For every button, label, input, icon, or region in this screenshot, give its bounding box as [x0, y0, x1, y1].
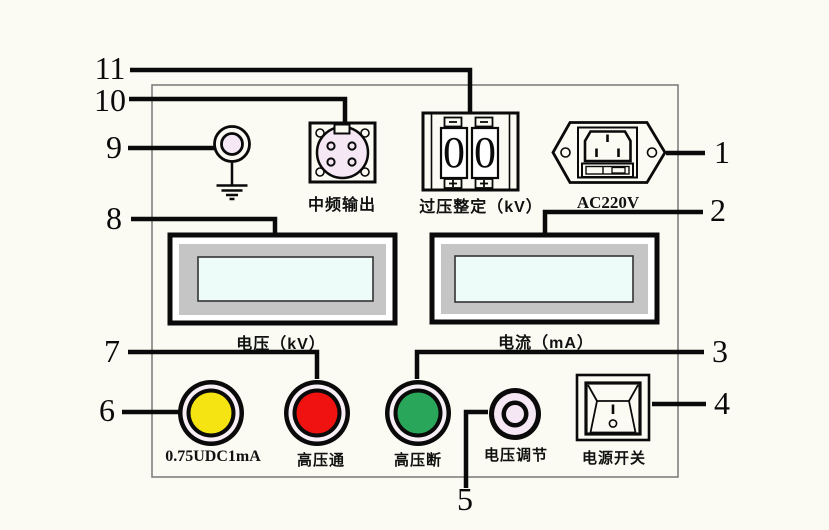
ground-terminal-inner	[220, 132, 244, 156]
callout-line-2	[542, 209, 703, 236]
fuse-drawer-inner	[585, 165, 630, 175]
callout-line-7	[128, 349, 320, 379]
power-rocker-switch	[575, 373, 651, 442]
callout-line-10	[129, 96, 348, 124]
callout-number-10: 10	[94, 82, 126, 118]
callout-number-2: 2	[710, 192, 726, 228]
iec-socket-outline	[583, 130, 632, 163]
label-overvoltage: 过压整定（kV）	[419, 199, 543, 216]
thumbwheel-digit-window	[439, 126, 469, 180]
label-green-lamp: 高压断	[393, 452, 442, 469]
overvoltage-thumbwheel: 0 0	[421, 111, 520, 192]
label-red-lamp: 高压通	[296, 452, 345, 469]
knob-cap	[506, 405, 524, 423]
mf-screw-hole	[315, 167, 325, 177]
panel-outline	[151, 84, 679, 478]
thumbwheel-digit-right: 0	[474, 128, 496, 177]
ground-symbol-icon	[216, 161, 248, 201]
callout-line-3	[414, 349, 704, 379]
ground-terminal	[213, 125, 251, 201]
callout-number-4: 4	[714, 385, 730, 421]
green-lamp-lens	[397, 392, 439, 434]
mf-pin	[347, 157, 357, 167]
label-voltage-meter: 电压（kV）	[236, 336, 326, 353]
callout-lines	[122, 67, 706, 488]
callout-line-8	[131, 216, 278, 237]
label-power-switch: 电源开关	[581, 450, 646, 467]
mf-pin	[326, 157, 336, 167]
plus-icon	[449, 180, 457, 187]
voltage-meter	[167, 232, 398, 326]
switch-frame	[584, 381, 642, 436]
green-lamp	[385, 380, 451, 446]
label-current-meter: 电流（mA）	[498, 335, 594, 352]
thumbwheel-digit-left: 0	[443, 128, 465, 177]
voltage-adjust-knob	[489, 388, 541, 440]
mf-pin	[326, 141, 336, 151]
ac-power-inlet	[551, 121, 667, 184]
callout-line-5	[463, 409, 488, 488]
iec-socket-pins	[595, 134, 620, 157]
mf-key-notch	[333, 123, 351, 135]
callout-number-11: 11	[94, 50, 126, 86]
yellow-lamp	[178, 380, 244, 446]
label-ac-inlet: AC220V	[576, 193, 640, 212]
yellow-lamp-lens	[190, 392, 232, 434]
mf-screw-hole	[360, 167, 370, 177]
callout-number-7: 7	[104, 333, 120, 369]
callout-number-3: 3	[712, 333, 728, 369]
current-meter-display	[454, 255, 634, 303]
plus-icon	[480, 180, 488, 187]
ac-screw-hole	[560, 147, 571, 158]
mf-screw-hole	[360, 128, 370, 138]
callout-number-5: 5	[457, 481, 473, 517]
mf-output-connector	[308, 121, 377, 184]
callout-line-11	[130, 67, 473, 114]
red-lamp	[284, 380, 350, 446]
label-mf-output: 中频输出	[307, 197, 376, 214]
mf-pin	[347, 141, 357, 151]
switch-off-mark-icon	[608, 419, 618, 428]
mf-screw-hole	[315, 128, 325, 138]
callout-number-8: 8	[106, 200, 122, 236]
ac-screw-hole	[646, 147, 658, 158]
label-voltage-knob: 电压调节	[483, 447, 548, 464]
current-meter	[429, 232, 660, 325]
voltage-meter-display	[197, 256, 374, 302]
mf-socket-body	[315, 125, 370, 180]
callout-number-9: 9	[106, 129, 122, 165]
callout-number-1: 1	[714, 134, 730, 170]
thumbwheel-housing	[421, 111, 520, 192]
callout-number-6: 6	[99, 392, 115, 428]
label-yellow-lamp: 0.75UDC1mA	[165, 448, 261, 465]
red-lamp-lens	[296, 392, 338, 434]
thumbwheel-digit-window	[470, 126, 500, 180]
switch-rocker	[587, 384, 639, 434]
fuse-drawer-tab	[611, 166, 626, 174]
fuse-drawer	[581, 162, 634, 178]
